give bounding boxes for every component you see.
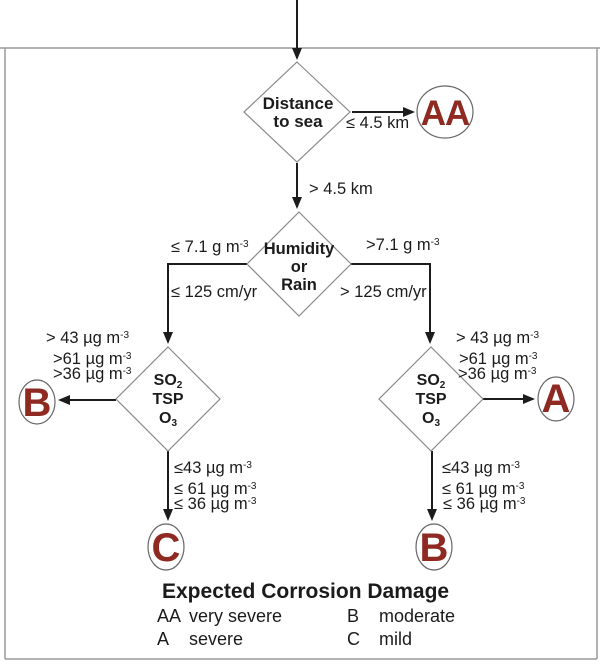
legend-key: B: [347, 606, 360, 626]
ellipse-aa: [416, 85, 474, 139]
edge-humidity-to-so2-right: [351, 263, 435, 344]
node-line: Distance: [262, 94, 334, 113]
diamond-pollutants-right: [378, 346, 484, 452]
node-line: or: [290, 258, 308, 276]
edge-label-left-exceed-o3: >36 µg m-3: [53, 365, 132, 383]
legend-label: moderate: [379, 606, 456, 626]
node-line: O3: [421, 410, 440, 429]
node-distance-to-sea: Distance to sea: [248, 95, 348, 131]
node-line: Humidity: [263, 240, 335, 258]
edge-label-right-exceed-so2: > 43 µg m-3: [456, 329, 540, 347]
ellipse-a: [537, 376, 575, 422]
edge-label-left-below-o3: ≤ 36 µg m-3: [174, 495, 257, 513]
node-line: O3: [158, 410, 177, 429]
ellipse-b-right: [415, 523, 453, 571]
edge-label-right-below-so2: ≤43 µg m-3: [442, 459, 520, 477]
diamond-distance-to-sea: [243, 61, 351, 163]
node-pollutants-right: SO2 TSP O3: [381, 371, 481, 429]
edge-label-right-below-o3: ≤ 36 µg m-3: [443, 495, 526, 513]
legend-item-aa: AA very severe: [157, 605, 282, 627]
edge-label-humidity-right-top: >7.1 g m-3: [366, 236, 440, 254]
node-line: Rain: [281, 276, 317, 294]
node-pollutants-left: SO2 TSP O3: [118, 371, 218, 429]
legend-item-c: C mild: [347, 628, 412, 650]
node-line: to sea: [273, 112, 323, 131]
result-b-left: B: [22, 381, 52, 425]
node-line: SO2: [416, 372, 446, 391]
result-c: C: [151, 526, 181, 570]
legend-item-b: B moderate: [347, 605, 455, 627]
node-line: SO2: [153, 372, 183, 391]
node-line: TSP: [152, 391, 184, 408]
legend-label: mild: [379, 629, 413, 649]
result-a: A: [541, 377, 571, 421]
ellipse-b-left: [18, 379, 56, 425]
edge-label-distance-humidity: > 4.5 km: [309, 180, 373, 198]
edge-label-left-below-tsp: ≤ 61 µg m-3: [174, 480, 257, 498]
diamond-pollutants-left: [115, 346, 221, 452]
node-humidity-or-rain: Humidity or Rain: [249, 240, 349, 294]
edge-label-humidity-right-bottom: > 125 cm/yr: [340, 283, 427, 301]
edge-humidity-to-so2-left: [163, 263, 247, 344]
edge-label-distance-aa: ≤ 4.5 km: [346, 114, 410, 132]
ellipse-c: [147, 523, 185, 571]
result-b-right: B: [419, 526, 449, 570]
legend-label: very severe: [189, 606, 283, 626]
edge-label-left-exceed-so2: > 43 µg m-3: [46, 329, 130, 347]
diamond-humidity-or-rain: [246, 211, 352, 317]
legend-item-a: A severe: [157, 628, 243, 650]
legend-key: A: [157, 629, 170, 649]
edge-label-right-exceed-tsp: >61 µg m-3: [459, 350, 538, 368]
result-aa: AA: [420, 94, 471, 133]
edge-label-right-below-tsp: ≤ 61 µg m-3: [442, 480, 525, 498]
edge-label-humidity-left-top: ≤ 7.1 g m-3: [171, 238, 249, 256]
edge-label-left-below-so2: ≤43 µg m-3: [174, 459, 252, 477]
edge-label-humidity-left-bottom: ≤ 125 cm/yr: [171, 283, 258, 301]
legend-title: Expected Corrosion Damage: [162, 580, 450, 603]
legend-key: AA: [157, 606, 182, 626]
legend-label: severe: [189, 629, 244, 649]
node-line: TSP: [415, 391, 447, 408]
legend-key: C: [347, 629, 360, 649]
edge-label-right-exceed-o3: >36 µg m-3: [458, 365, 537, 383]
edge-label-left-exceed-tsp: >61 µg m-3: [53, 350, 132, 368]
